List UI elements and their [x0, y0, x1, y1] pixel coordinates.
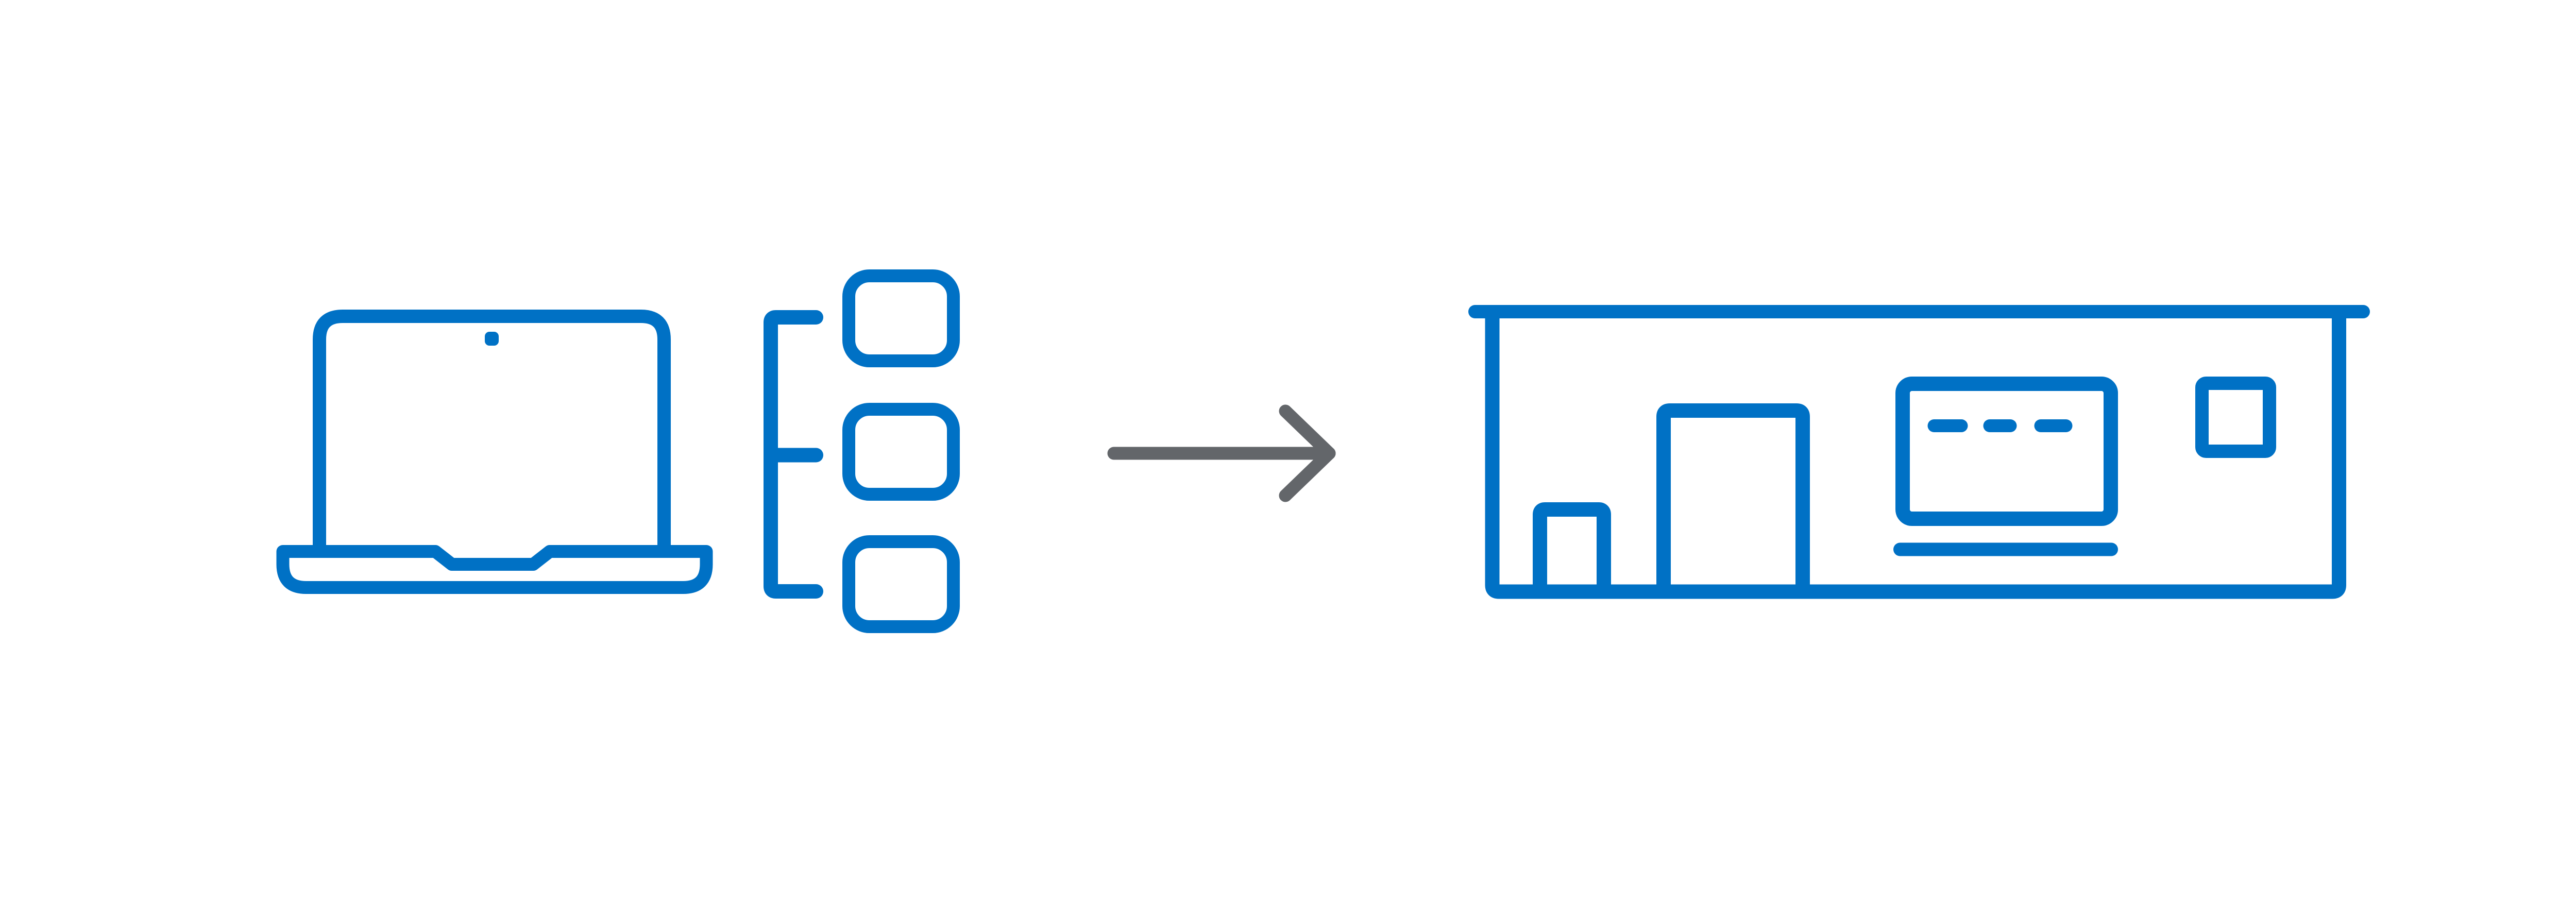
- laptop-screen-outline: [313, 310, 671, 547]
- laptop-file-tree-icon: [276, 269, 960, 633]
- tree-node-top: [842, 269, 960, 367]
- building-door: [1656, 403, 1810, 591]
- building-sign-panel: [1895, 377, 2118, 526]
- tree-branch-line: [764, 310, 823, 599]
- data-center-building-icon: [1468, 305, 2370, 599]
- building-walls-floor: [1485, 318, 2346, 599]
- laptop-base: [276, 545, 713, 594]
- right-arrow-icon: [1107, 404, 1336, 502]
- building-window: [2195, 377, 2276, 458]
- arrow-head: [1279, 404, 1336, 502]
- tree-node-middle: [842, 403, 960, 501]
- building-crate: [1533, 502, 1611, 591]
- tree-node-bottom: [842, 535, 960, 633]
- webcam-dot-icon: [485, 332, 499, 346]
